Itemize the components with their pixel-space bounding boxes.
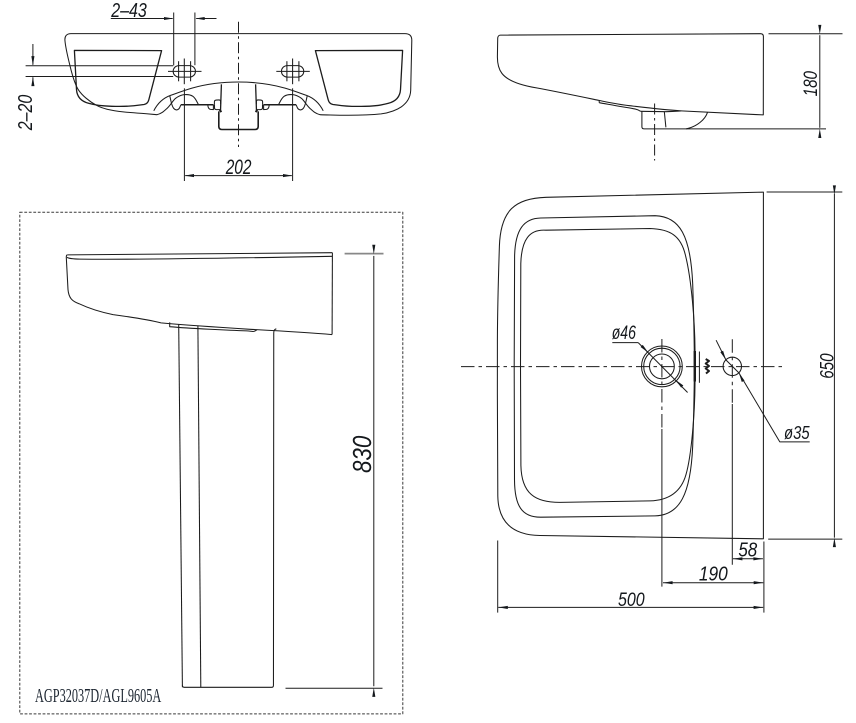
svg-text:500: 500 [618, 588, 645, 610]
svg-text:2–20: 2–20 [14, 95, 36, 131]
svg-text:ø46: ø46 [612, 322, 637, 344]
svg-text:2–43: 2–43 [110, 0, 146, 21]
svg-text:AGP32037D/AGL9605A: AGP32037D/AGL9605A [35, 684, 162, 707]
svg-text:190: 190 [699, 563, 728, 586]
svg-text:202: 202 [225, 155, 252, 179]
svg-text:830: 830 [348, 435, 377, 473]
svg-text:ø35: ø35 [784, 422, 810, 443]
svg-text:58: 58 [738, 538, 758, 561]
svg-text:650: 650 [816, 353, 838, 379]
svg-text:180: 180 [799, 71, 821, 97]
